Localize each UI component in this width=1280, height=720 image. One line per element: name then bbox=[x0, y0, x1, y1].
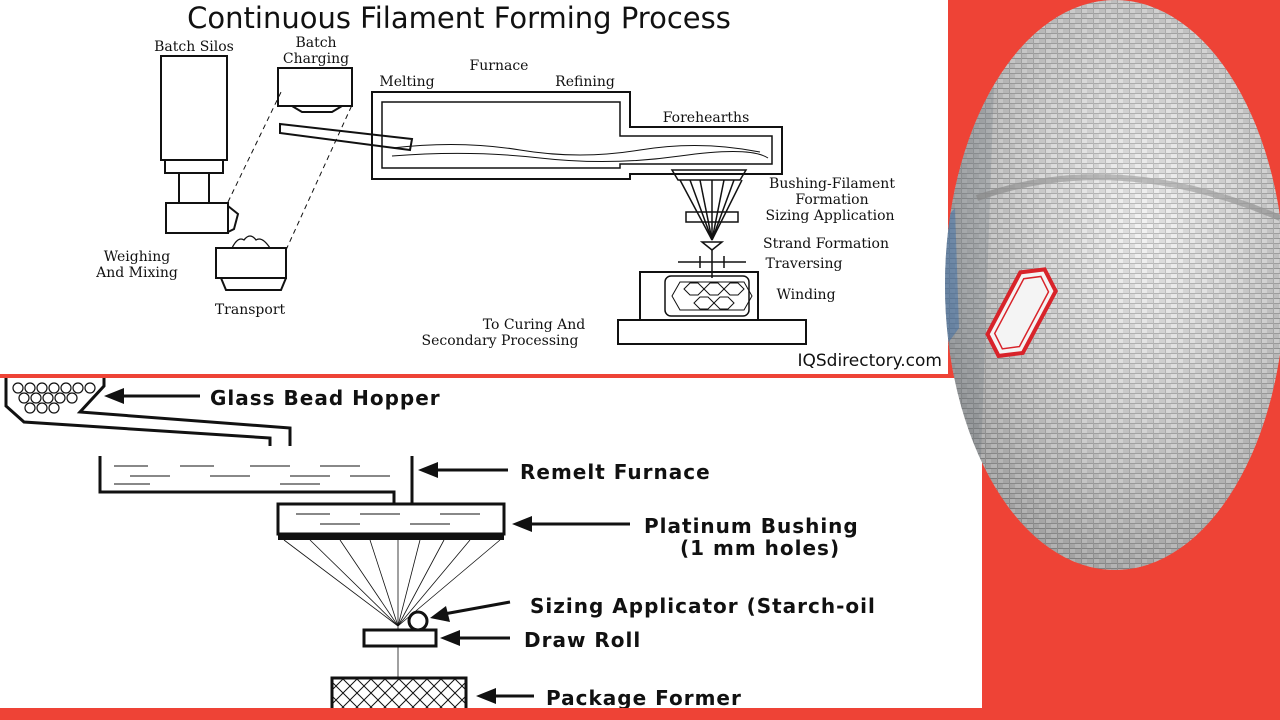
label-weighing-1: Weighing bbox=[104, 249, 170, 265]
label-winding: Winding bbox=[776, 287, 835, 303]
label-refining: Refining bbox=[555, 74, 615, 90]
continuous-filament-svg: Continuous Filament Forming Process Batc… bbox=[95, 1, 942, 371]
hopper-arrow bbox=[104, 388, 200, 404]
package-former-shape bbox=[330, 676, 534, 708]
sizing-applicator-shape bbox=[407, 600, 511, 632]
fiberglass-cloth-photo bbox=[937, 0, 1280, 572]
furnace-shape bbox=[371, 91, 783, 180]
fiberglass-cloth-svg bbox=[945, 0, 1280, 570]
label-sizing: Sizing Application bbox=[765, 208, 894, 224]
label-forehearths: Forehearths bbox=[663, 110, 750, 126]
label-sizing-applicator: Sizing Applicator (Starch-oil bbox=[530, 594, 876, 618]
glass-bead-hopper-shape bbox=[4, 378, 292, 446]
conveyor-dashed-lines bbox=[227, 89, 353, 251]
remelt-furnace-shape bbox=[98, 456, 414, 506]
glass-bead-svg: Glass Bead Hopper Remelt Furnace Platinu… bbox=[4, 378, 876, 708]
label-curing-1: To Curing And bbox=[483, 317, 586, 333]
label-draw-roll: Draw Roll bbox=[524, 628, 641, 652]
label-bushing-1: Bushing-Filament bbox=[769, 176, 895, 192]
bushing-filaments-shape bbox=[670, 169, 748, 278]
remelt-arrow bbox=[418, 462, 508, 478]
label-batch-charging-2: Charging bbox=[283, 51, 349, 67]
label-platinum-bushing-2: (1 mm holes) bbox=[680, 536, 840, 560]
glass-bead-process-diagram: Glass Bead Hopper Remelt Furnace Platinu… bbox=[0, 378, 982, 708]
batch-silo-shape bbox=[160, 55, 240, 234]
label-weighing-2: And Mixing bbox=[95, 265, 178, 281]
label-glass-bead-hopper: Glass Bead Hopper bbox=[210, 386, 441, 410]
label-transport: Transport bbox=[215, 302, 286, 318]
transport-hopper-shape bbox=[215, 235, 287, 291]
label-batch-charging-1: Batch bbox=[295, 35, 336, 51]
label-batch-silos: Batch Silos bbox=[154, 39, 234, 55]
label-remelt-furnace: Remelt Furnace bbox=[520, 460, 711, 484]
label-furnace: Furnace bbox=[470, 58, 529, 74]
label-melting: Melting bbox=[379, 74, 434, 90]
draw-roll-shape bbox=[362, 628, 510, 648]
label-bushing-2: Formation bbox=[795, 192, 868, 208]
label-strand: Strand Formation bbox=[763, 236, 889, 252]
platinum-bushing-shape bbox=[276, 492, 506, 540]
diagram-title: Continuous Filament Forming Process bbox=[187, 1, 731, 35]
label-curing-2: Secondary Processing bbox=[421, 333, 578, 349]
label-traversing: Traversing bbox=[766, 256, 843, 272]
batch-charging-shape bbox=[277, 67, 414, 152]
credit-text: IQSdirectory.com bbox=[797, 351, 942, 371]
product-tag-icon bbox=[985, 267, 1058, 359]
platinum-arrow bbox=[512, 516, 630, 532]
label-package-former: Package Former bbox=[546, 686, 742, 708]
continuous-filament-diagram: Continuous Filament Forming Process Batc… bbox=[0, 0, 948, 374]
label-platinum-bushing-1: Platinum Bushing bbox=[644, 514, 859, 538]
winder-shape bbox=[617, 271, 807, 345]
